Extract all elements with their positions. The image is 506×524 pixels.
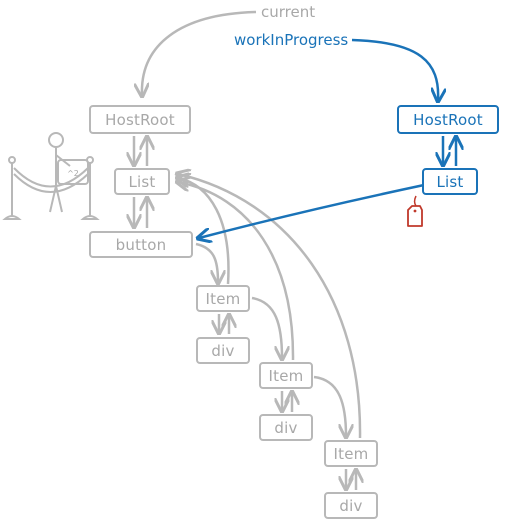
- return-arrow-item2-list: [178, 182, 295, 361]
- wip-hostroot-node: HostRoot: [397, 105, 499, 134]
- sibling-arrow-item2-item3: [313, 375, 346, 436]
- current-button-node: button: [89, 231, 193, 258]
- div-node-1: div: [196, 337, 250, 364]
- current-hostroot-node: HostRoot: [89, 105, 191, 134]
- current-pointer-label: current: [261, 3, 316, 21]
- div-node-3: div: [324, 492, 378, 519]
- stick-figure-icon: ^2: [48, 132, 89, 213]
- item-node-2: Item: [259, 362, 313, 389]
- wip-pointer-arrow: [351, 38, 438, 100]
- current-pointer-arrow: [142, 10, 257, 95]
- sibling-arrow-item1-item2: [251, 296, 282, 358]
- current-list-node: List: [114, 168, 170, 195]
- wip-alternate-arrow-list-button: [199, 183, 425, 238]
- price-tag-icon: [407, 195, 423, 227]
- div-node-2: div: [259, 414, 313, 441]
- svg-text:^2: ^2: [67, 169, 79, 178]
- item-node-1: Item: [196, 285, 250, 312]
- item-node-3: Item: [324, 440, 378, 467]
- return-arrow-item3-list: [178, 174, 362, 439]
- wip-list-node: List: [422, 168, 478, 195]
- sibling-arrow-button-item1: [195, 242, 218, 282]
- wip-pointer-label: workInProgress: [234, 31, 349, 49]
